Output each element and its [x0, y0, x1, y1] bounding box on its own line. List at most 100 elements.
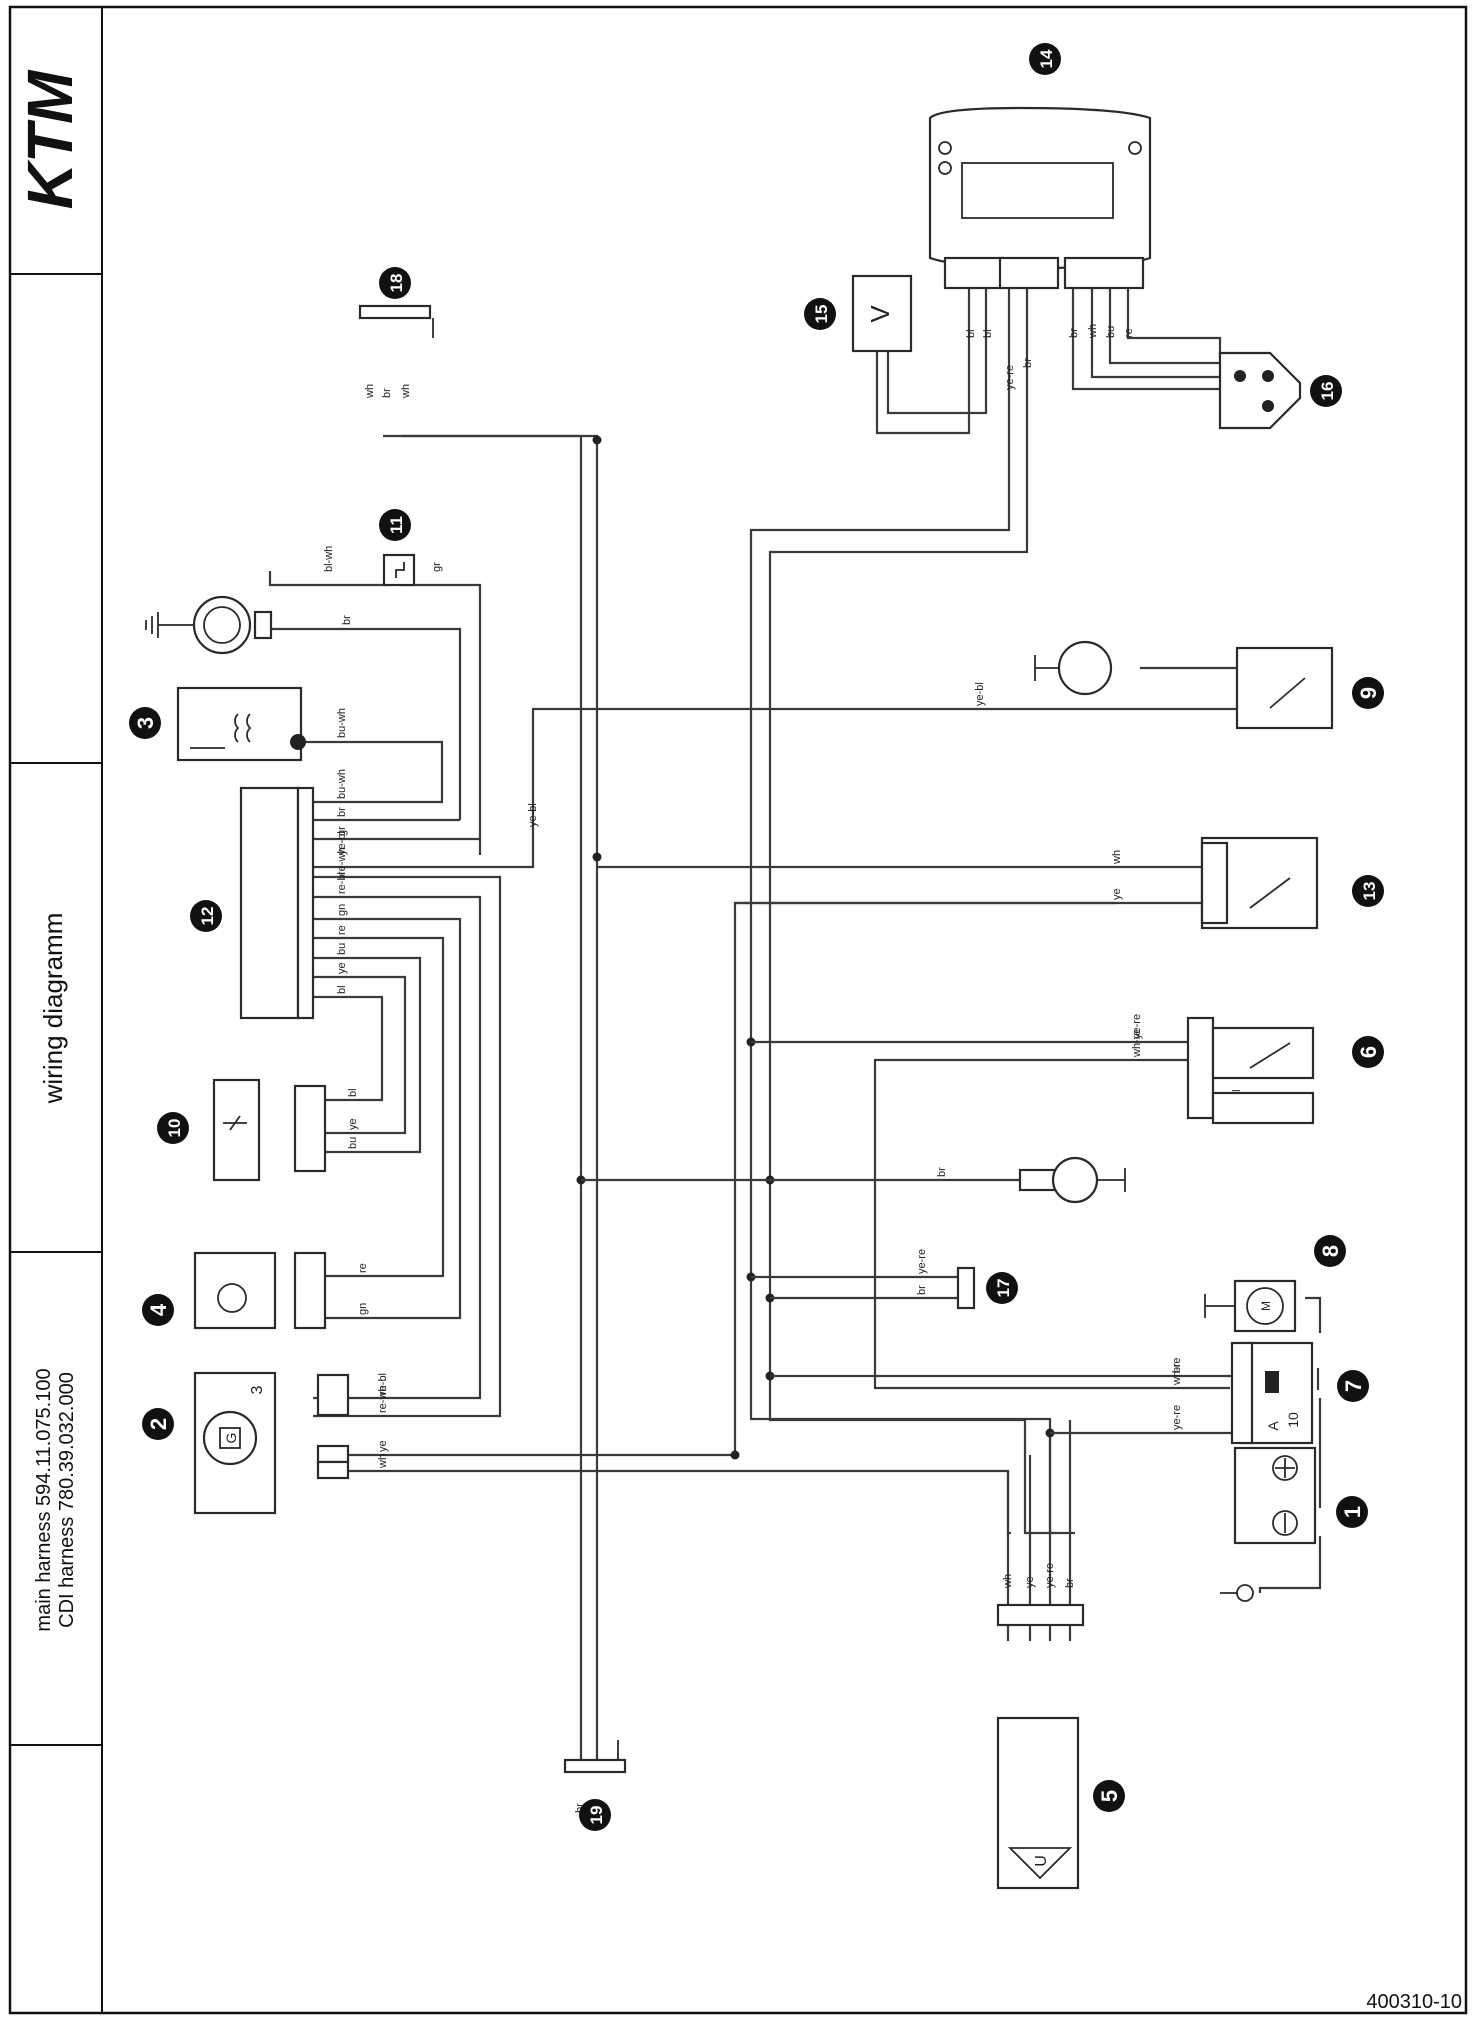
- wire-16-wh: [1090, 258, 1220, 379]
- cdi-harness-number: CDI harness 780.39.032.000: [56, 1372, 78, 1628]
- dashboard-14: [928, 106, 1152, 290]
- wire-label: wh: [1002, 1574, 1014, 1589]
- wire-14-ye-re-bus: [749, 258, 1054, 1535]
- starter-motor-8: M: [1204, 1279, 1297, 1333]
- wire-12-ye-bl-9: [313, 707, 1332, 869]
- wire-3-bu-wh: [305, 740, 444, 804]
- wire-label: br: [936, 1167, 948, 1177]
- wire-label: re-wh: [336, 847, 348, 875]
- wire-label: br: [574, 1803, 586, 1813]
- connector-18: [358, 304, 434, 338]
- callout-13: 13: [1360, 882, 1379, 901]
- wire-15-bl-2: [875, 258, 971, 435]
- ignition-coil-3: [176, 686, 306, 762]
- wire-label: bu: [336, 943, 348, 955]
- callout-circle: [1352, 677, 1384, 709]
- diagram-title: wiring diagramm: [38, 913, 68, 1105]
- generator-2-coil-label: 3: [249, 1385, 266, 1394]
- component-callouts: 1 2 3 4 5 6 7 8 9 10 11 12 13 1: [129, 43, 1384, 1831]
- wire-label: ye-re: [916, 1249, 928, 1274]
- component-13-switch: [1200, 836, 1319, 930]
- wire-battery-minus: [1258, 1536, 1322, 1593]
- component-9-switch: [1034, 640, 1334, 730]
- relay-7-fuse-value: 10: [1285, 1412, 1301, 1428]
- wire-16-br: [1071, 258, 1220, 391]
- component-15-symbol: V: [865, 305, 895, 323]
- wire-label: br: [336, 807, 348, 817]
- callout-circle: [804, 298, 836, 330]
- connector-17: [956, 1266, 976, 1310]
- wire-label: re: [336, 925, 348, 935]
- callout-9: 9: [1356, 687, 1381, 699]
- wire-label: br: [1171, 1363, 1183, 1373]
- wire-label: ye: [1024, 1576, 1036, 1588]
- callout-circle: [142, 1408, 174, 1440]
- callout-3: 3: [133, 717, 158, 729]
- wire-label: bl: [347, 1088, 359, 1097]
- wire-6-wh-re: [873, 1058, 1230, 1390]
- wire-label: wh: [400, 384, 412, 399]
- brand-logo: KTM: [14, 69, 86, 209]
- callout-10: 10: [165, 1119, 184, 1138]
- ground-ring-main: [1018, 1156, 1126, 1204]
- component-6-switch: [1186, 1016, 1315, 1125]
- callout-circle: [1337, 1370, 1369, 1402]
- callout-14: 14: [1037, 49, 1056, 68]
- wire-label: gr: [336, 826, 348, 836]
- wire-label: ye-bl: [336, 831, 348, 855]
- wire-label: gn: [336, 904, 348, 916]
- wire-label: re-bl: [377, 1373, 389, 1395]
- component-11-relay: [382, 553, 416, 587]
- junction: [592, 435, 602, 445]
- callout-17: 17: [994, 1279, 1013, 1298]
- wire-12-ye: [312, 975, 407, 1135]
- callout-circle: [1029, 43, 1061, 75]
- wire-12-re: [312, 936, 445, 1278]
- component-4-coil: [193, 1251, 327, 1330]
- wire-label: wh-re: [1131, 1029, 1143, 1058]
- wire-label: br: [916, 1285, 928, 1295]
- wire-label: br: [341, 615, 353, 625]
- callout-4: 4: [146, 1303, 171, 1316]
- wire-12-re-bl: [313, 895, 482, 1400]
- callout-11: 11: [387, 516, 406, 534]
- callout-circle: [190, 900, 222, 932]
- callout-12: 12: [198, 907, 217, 926]
- wire-12-gn: [312, 917, 462, 1320]
- wire-label: ye-re: [1004, 365, 1016, 390]
- wire-label: bu-wh: [336, 769, 348, 799]
- callout-8: 8: [1318, 1245, 1343, 1257]
- page-frame: [8, 5, 1468, 2015]
- wire-label: ye-bl: [527, 803, 539, 827]
- wire-label: ye-re: [1131, 1014, 1143, 1039]
- wire-label: br: [1022, 358, 1034, 368]
- callout-6: 6: [1356, 1046, 1381, 1058]
- callout-2: 2: [146, 1418, 171, 1430]
- wire-label: re-wh: [377, 1385, 389, 1413]
- callout-1: 1: [1340, 1506, 1365, 1518]
- generator-2-symbol: G: [223, 1433, 239, 1444]
- callout-circle: [986, 1272, 1018, 1304]
- wire-label: bl: [965, 329, 977, 338]
- wire-label: ye-re: [1171, 1405, 1183, 1430]
- wire-label: re: [357, 1263, 369, 1273]
- wire-label: ye: [347, 1118, 359, 1130]
- wire-label: gr: [431, 562, 443, 572]
- callout-circle: [379, 267, 411, 299]
- wire-label: re: [1123, 328, 1135, 338]
- junction: [592, 852, 602, 862]
- wire-11-gr: [400, 583, 482, 855]
- wire-label: gn: [357, 1303, 369, 1315]
- callout-circle: [579, 1799, 611, 1831]
- wire-15-bl-1: [886, 258, 988, 415]
- callout-circle: [1352, 1036, 1384, 1068]
- starter-relay-7: 10 A: [1230, 1341, 1314, 1445]
- callout-18: 18: [387, 274, 406, 293]
- wire-12-re-wh: [313, 875, 502, 1418]
- wire-label: br: [1068, 328, 1080, 338]
- callout-circle: [1093, 1780, 1125, 1812]
- wire-label: ye: [1111, 888, 1123, 900]
- junction: [730, 1450, 740, 1460]
- wire-label: ye: [377, 1440, 389, 1452]
